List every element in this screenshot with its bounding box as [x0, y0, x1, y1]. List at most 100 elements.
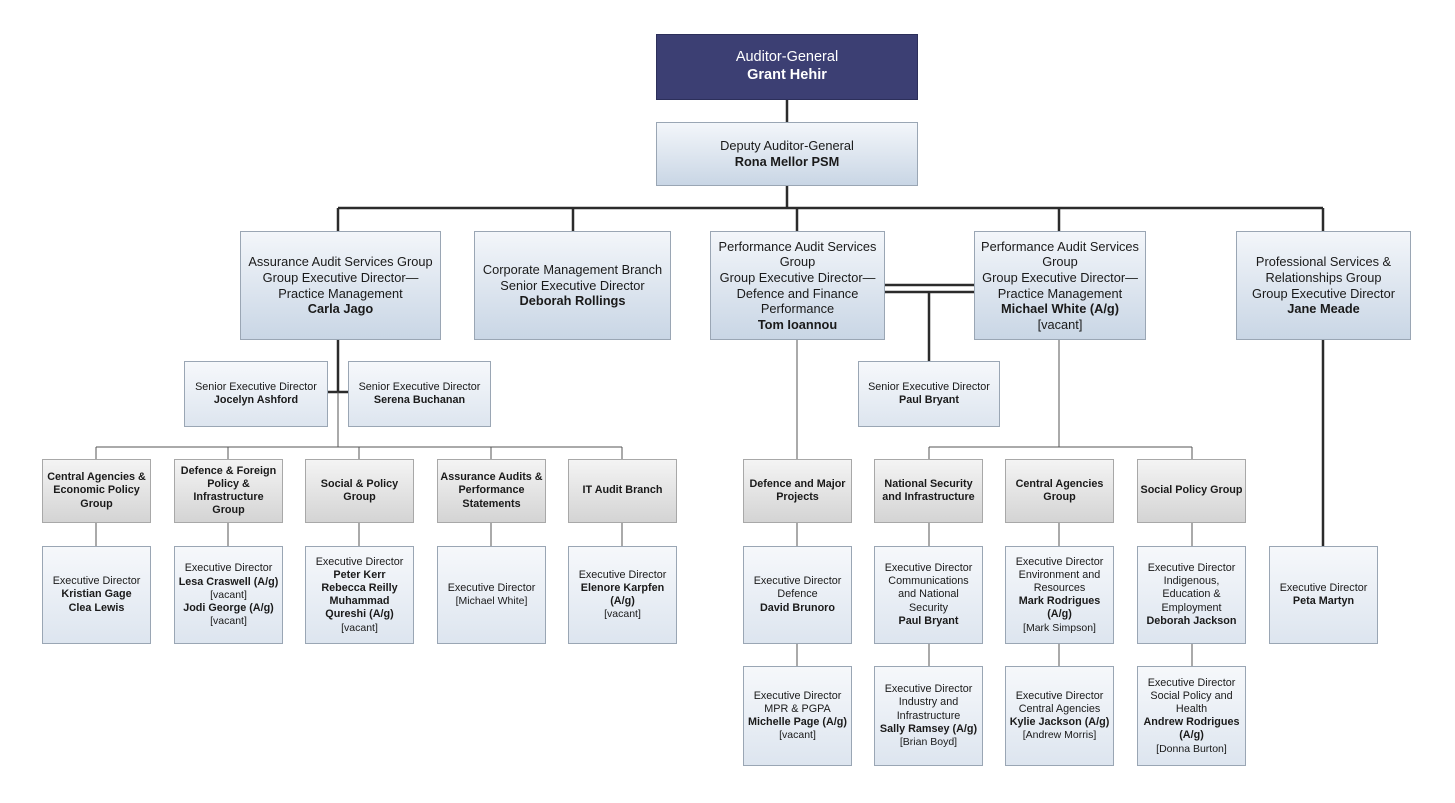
- name: Mark Rodrigues: [1018, 595, 1101, 608]
- label-line: Group: [779, 254, 816, 270]
- label-line: Practice Management: [997, 285, 1123, 301]
- label-line: Assurance Audit Services Group: [248, 254, 433, 270]
- title: Executive Director: [753, 689, 842, 702]
- title: Executive Director: [884, 683, 973, 696]
- label-line: Projects: [776, 491, 819, 503]
- title: Auditor-General: [735, 49, 839, 66]
- label-line: IT Audit Branch: [582, 484, 663, 497]
- note: [vacant]: [210, 588, 247, 601]
- branch-defence-major-box: Defence and Major Projects: [743, 459, 852, 523]
- professional-services-group-box: Professional Services & Relationships Gr…: [1236, 231, 1411, 340]
- auditor-general-box: Auditor-General Grant Hehir: [656, 34, 918, 100]
- title: Executive Director: [447, 582, 536, 595]
- ed-paul-box: Executive Director Communications and Na…: [874, 546, 983, 644]
- ed-david-box: Executive Director Defence David Brunoro: [743, 546, 852, 644]
- label-line: Health: [1175, 703, 1208, 716]
- label-line: Defence and Finance: [736, 285, 859, 301]
- label-line: National Security: [884, 477, 973, 490]
- title: Executive Director: [1015, 555, 1104, 568]
- ed-mark-box: Executive Director Environment and Resou…: [1005, 546, 1114, 644]
- name: Rona Mellor PSM: [734, 154, 840, 169]
- ed-kristian-box: Executive Director Kristian Gage Clea Le…: [42, 546, 151, 644]
- label-line: Group Executive Director—: [262, 269, 419, 285]
- note: [Andrew Morris]: [1022, 729, 1097, 742]
- note: [vacant]: [604, 608, 641, 621]
- name: Serena Buchanan: [373, 394, 466, 406]
- name: Michael White (A/g): [1000, 301, 1119, 317]
- note: [Michael White]: [455, 595, 528, 608]
- branch-social-policy-group-box: Social & Policy Group: [305, 459, 414, 523]
- note: [vacant]: [210, 614, 247, 627]
- title: Executive Director: [1015, 689, 1104, 702]
- label-line: Professional Services &: [1255, 254, 1392, 270]
- label-line: Central Agencies: [1015, 477, 1104, 490]
- title: Executive Director: [52, 575, 141, 588]
- branch-national-security-box: National Security and Infrastructure: [874, 459, 983, 523]
- name: Deborah Jackson: [1146, 614, 1237, 627]
- label-line: MPR & PGPA: [764, 703, 831, 716]
- name: Kristian Gage: [61, 588, 132, 601]
- label-line: Infrastructure: [193, 491, 264, 503]
- sed-jocelyn-box: Senior Executive Director Jocelyn Ashfor…: [184, 361, 328, 427]
- label-line: Infrastructure: [896, 709, 961, 722]
- title: Senior Executive Director: [868, 380, 990, 393]
- label-line: Group Executive Director—: [982, 269, 1138, 285]
- label-line: and National: [898, 588, 959, 601]
- branch-central-econ-box: Central Agencies & Economic Policy Group: [42, 459, 151, 523]
- ed-andrew-box: Executive Director Social Policy and Hea…: [1137, 666, 1246, 766]
- label-line: Resources: [1033, 582, 1086, 595]
- label-line: Communications: [888, 575, 969, 588]
- title: Senior Executive Director: [358, 380, 481, 393]
- title: Executive Director: [184, 562, 273, 575]
- name: Jane Meade: [1287, 301, 1360, 317]
- branch-social-policy-box: Social Policy Group: [1137, 459, 1246, 523]
- name: (A/g): [1047, 608, 1072, 621]
- label-line: Assurance Audits &: [440, 471, 543, 484]
- branch-assurance-audits-box: Assurance Audits & Performance Statement…: [437, 459, 546, 523]
- name: Andrew Rodrigues: [1143, 716, 1240, 729]
- title: Executive Director: [884, 562, 973, 575]
- deputy-auditor-general-box: Deputy Auditor-General Rona Mellor PSM: [656, 122, 918, 186]
- label-line: Defence: [777, 588, 818, 601]
- label-line: Statements: [462, 497, 521, 510]
- title: Executive Director: [1147, 562, 1236, 575]
- label-line: Performance Audit Services: [718, 238, 877, 254]
- name: Grant Hehir: [747, 67, 827, 83]
- label-line: Central Agencies &: [47, 471, 146, 484]
- label-line: Defence and Major: [749, 477, 846, 490]
- label-line: Security: [908, 601, 948, 614]
- label-line: Social Policy Group: [1140, 484, 1243, 497]
- name: Kylie Jackson (A/g): [1009, 716, 1110, 729]
- label-line: Group: [80, 497, 113, 510]
- branch-it-audit-box: IT Audit Branch: [568, 459, 677, 523]
- label-line: Defence & Foreign: [180, 464, 277, 477]
- label-line: Environment and: [1018, 568, 1101, 581]
- name: Paul Bryant: [898, 614, 959, 627]
- name: Deborah Rollings: [519, 293, 626, 309]
- title: Executive Director: [578, 568, 667, 581]
- sed-paul-box: Senior Executive Director Paul Bryant: [858, 361, 1000, 427]
- label-line: Relationships Group: [1265, 269, 1382, 285]
- name: Qureshi (A/g): [325, 608, 394, 621]
- note: [Mark Simpson]: [1023, 621, 1096, 634]
- ed-lesa-box: Executive Director Lesa Craswell (A/g) […: [174, 546, 283, 644]
- name: Carla Jago: [307, 301, 374, 317]
- label-line: Performance: [760, 301, 835, 317]
- name: Jocelyn Ashford: [213, 394, 299, 406]
- branch-central-agencies-box: Central Agencies Group: [1005, 459, 1114, 523]
- label-line: Employment: [1161, 601, 1222, 614]
- ed-peta-box: Executive Director Peta Martyn: [1269, 546, 1378, 644]
- label-line: Senior Executive Director: [500, 277, 645, 293]
- label-line: Group Executive Director: [1252, 285, 1395, 301]
- title: Executive Director: [315, 555, 404, 568]
- assurance-audit-services-group-box: Assurance Audit Services Group Group Exe…: [240, 231, 441, 340]
- ed-peter-box: Executive Director Peter Kerr Rebecca Re…: [305, 546, 414, 644]
- label-line: Practice Management: [278, 285, 403, 301]
- label-line: Corporate Management Branch: [482, 262, 663, 278]
- note: [Brian Boyd]: [899, 735, 958, 748]
- label-line: Group: [1043, 491, 1076, 503]
- sed-serena-box: Senior Executive Director Serena Buchana…: [348, 361, 491, 427]
- note: [vacant]: [341, 621, 378, 634]
- name: Paul Bryant: [899, 394, 959, 406]
